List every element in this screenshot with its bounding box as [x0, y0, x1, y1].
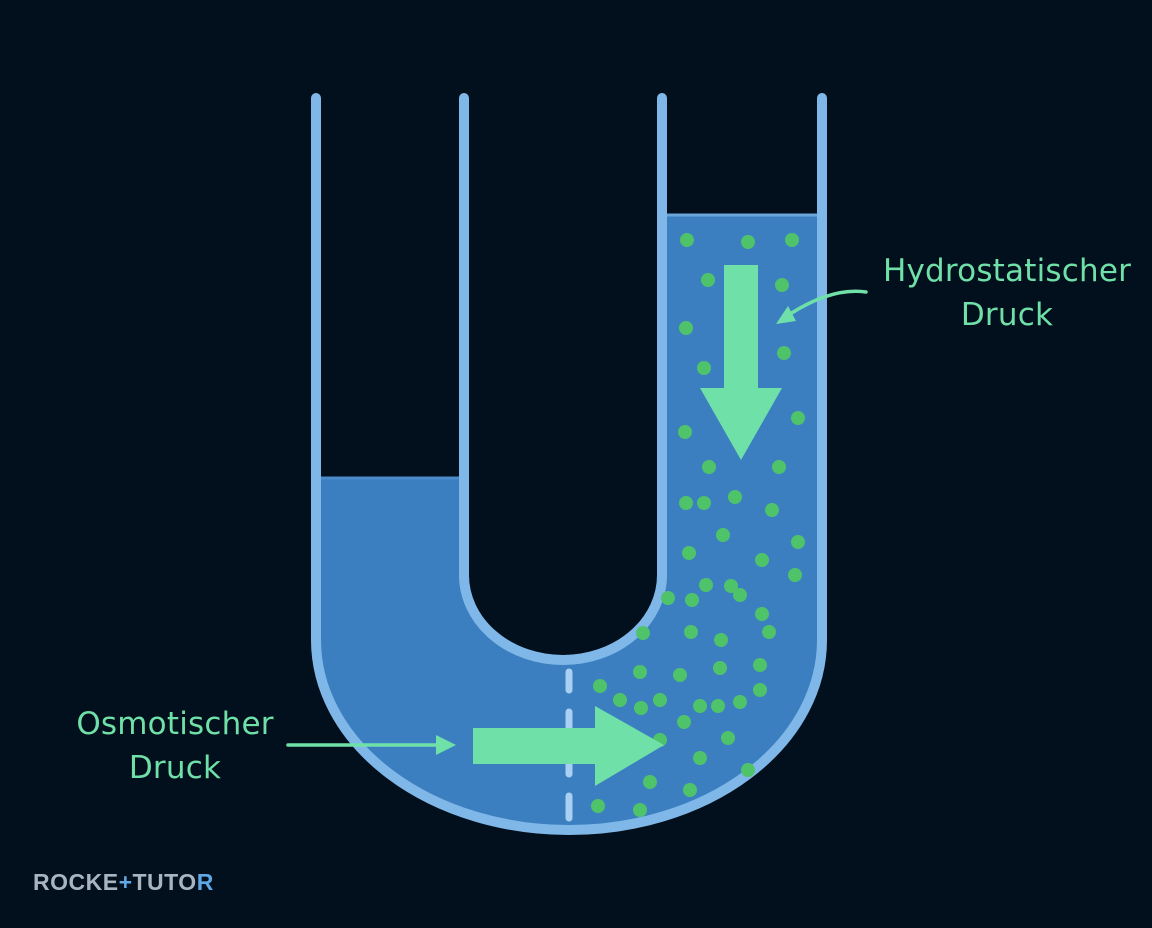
logo-text-1: ROCKE: [33, 869, 119, 895]
solute-particle: [714, 633, 728, 647]
solute-particle: [693, 751, 707, 765]
solute-particle: [716, 528, 730, 542]
hydrostatic-label-line2: Druck: [960, 297, 1054, 333]
solute-particle: [661, 591, 675, 605]
solute-particle: [679, 496, 693, 510]
osmotic-label-line2: Druck: [128, 750, 222, 786]
solute-particle: [591, 799, 605, 813]
solute-particle: [682, 546, 696, 560]
rocketutor-logo: ROCKE+TUTOR: [33, 869, 214, 896]
osmotic-pressure-label: Osmotischer Druck: [40, 702, 310, 790]
osmotic-pointer-arrowhead: [436, 735, 456, 755]
solute-particle: [697, 361, 711, 375]
solute-particle: [685, 593, 699, 607]
hydrostatic-pressure-arrow: [700, 265, 782, 460]
solute-particle: [643, 775, 657, 789]
solute-particle: [762, 625, 776, 639]
solute-particle: [733, 588, 747, 602]
logo-text-2: TUTO: [132, 869, 197, 895]
solute-particle: [683, 783, 697, 797]
solute-particle: [785, 233, 799, 247]
solute-particle: [741, 763, 755, 777]
solute-particle: [697, 496, 711, 510]
hydrostatic-pointer-line: [788, 289, 868, 316]
solute-particle: [653, 693, 667, 707]
osmotic-label-line1: Osmotischer: [76, 706, 274, 742]
solute-particle: [741, 235, 755, 249]
solute-particle: [678, 425, 692, 439]
solute-particle: [701, 273, 715, 287]
inner-tube-wall: [459, 93, 667, 665]
solute-particle: [680, 233, 694, 247]
solute-particle: [711, 699, 725, 713]
solute-particle: [791, 535, 805, 549]
hydrostatic-label-line1: Hydrostatischer: [882, 253, 1132, 289]
solute-particle: [777, 346, 791, 360]
hydrostatic-pointer-arrowhead: [776, 306, 796, 324]
solute-particle: [673, 668, 687, 682]
solute-particle: [772, 460, 786, 474]
solute-particle: [788, 568, 802, 582]
solute-particle: [753, 683, 767, 697]
solute-particle: [753, 658, 767, 672]
solute-particle: [775, 278, 789, 292]
solute-particle: [713, 661, 727, 675]
solute-particle: [633, 665, 647, 679]
solute-particle: [702, 460, 716, 474]
solute-particle: [593, 679, 607, 693]
solute-particle: [693, 699, 707, 713]
outer-tube-wall: [311, 93, 827, 835]
solute-particle: [733, 695, 747, 709]
logo-text-3: R: [196, 869, 214, 895]
hydrostatic-pressure-label: Hydrostatischer Druck: [862, 249, 1152, 337]
osmotic-pressure-arrow: [473, 706, 664, 786]
logo-plus: +: [118, 869, 133, 895]
solute-particle: [791, 411, 805, 425]
solute-particle: [613, 693, 627, 707]
solute-particle: [721, 731, 735, 745]
solute-particle: [724, 579, 738, 593]
solute-particle: [699, 578, 713, 592]
solute-particle: [634, 701, 648, 715]
solute-particle: [684, 625, 698, 639]
solute-particle: [677, 715, 691, 729]
solute-particle: [755, 607, 769, 621]
solute-particle: [728, 490, 742, 504]
solute-particle: [636, 626, 650, 640]
solute-particle: [679, 321, 693, 335]
solute-particle: [755, 553, 769, 567]
solute-particles: [591, 233, 805, 817]
solute-particle: [765, 503, 779, 517]
left-water-column: [316, 478, 582, 830]
solute-particle: [633, 803, 647, 817]
